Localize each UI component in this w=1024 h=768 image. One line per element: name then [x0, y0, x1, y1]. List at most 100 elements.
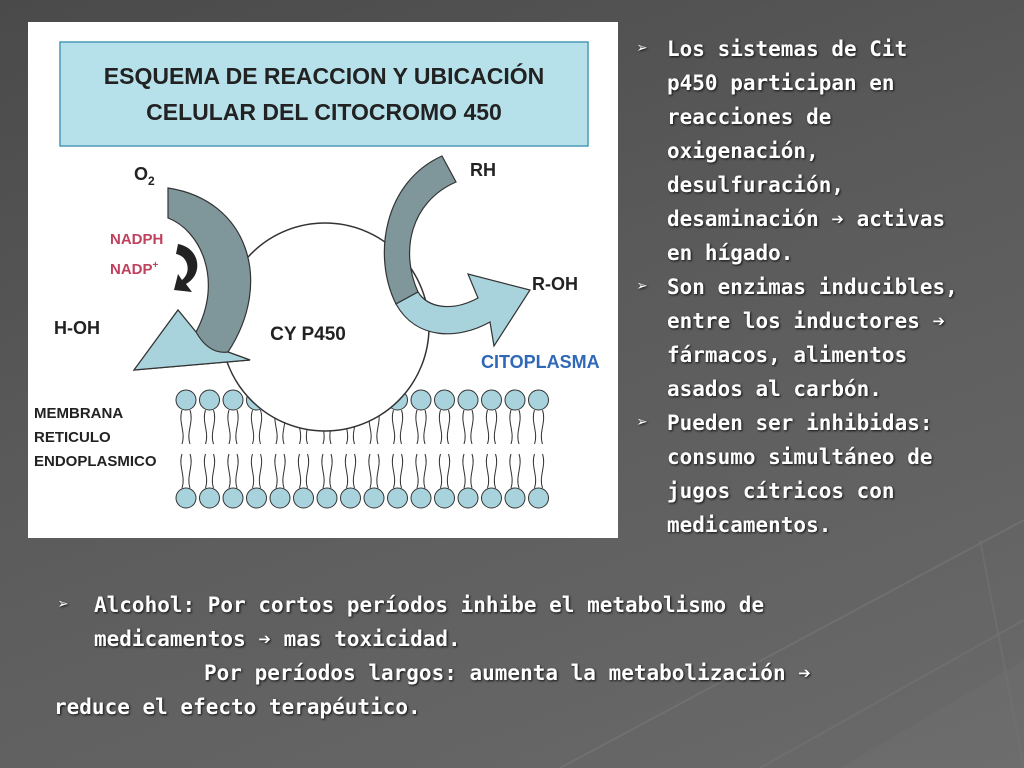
- bullet-line: Pueden ser inhibidas:: [667, 411, 933, 435]
- arrow-bullet-icon: ➢: [58, 594, 69, 615]
- phospholipid-tail: [297, 453, 310, 489]
- phospholipid-tail: [438, 409, 451, 445]
- phospholipid-tail: [250, 409, 263, 445]
- phospholipid-tail: [368, 453, 380, 489]
- bottom-line-1-text: Alcohol: Por cortos períodos inhibe el m…: [94, 593, 765, 617]
- figure-title-box: [59, 41, 589, 147]
- phospholipid-head: [269, 487, 291, 509]
- o2-label: O2: [134, 164, 155, 188]
- phospholipid-tail: [438, 453, 451, 489]
- hydroxyl-water-arrow-tail: [132, 309, 251, 371]
- bullet-line: oxigenación,: [667, 139, 819, 163]
- bullet-text: Pueden ser inhibidas: consumo simultáneo …: [667, 406, 933, 542]
- phospholipid-head: [528, 487, 549, 509]
- bullet-line: desulfuración,: [667, 173, 845, 197]
- bottom-alcohol-note: ➢ Alcohol: Por cortos períodos inhibe el…: [54, 588, 938, 724]
- phospholipid-tail: [274, 453, 286, 489]
- bullet-line: desaminación ➔ activas: [667, 207, 946, 231]
- bullet-text: Los sistemas de Cit p450 participan en rea…: [667, 32, 945, 270]
- phospholipid-head: [175, 487, 197, 509]
- bullet-line: entre los inductores ➔: [667, 309, 946, 333]
- phospholipid-tail: [485, 409, 498, 445]
- cyp450-figure: ESQUEMA DE REACCION Y UBICACIÓN CELULAR …: [28, 22, 618, 538]
- phospholipid-head: [481, 389, 502, 411]
- bullet-line: en hígado.: [667, 241, 794, 265]
- phospholipid-tail: [321, 453, 333, 489]
- phospholipid-head: [199, 389, 220, 411]
- membrana-label: MEMBRANA: [34, 405, 123, 422]
- cyp450-diagram: ESQUEMA DE REACCION Y UBICACIÓN CELULAR …: [34, 41, 600, 509]
- phospholipid-tail: [180, 453, 192, 489]
- phospholipid-head: [293, 487, 314, 509]
- phospholipid-tail: [532, 453, 545, 489]
- phospholipid-tail: [250, 453, 263, 489]
- nadp-label: NADP+: [110, 260, 159, 278]
- arrow-bullet-icon: ➢: [637, 276, 648, 297]
- roh-label: R-OH: [532, 274, 578, 294]
- phospholipid-head: [457, 389, 479, 411]
- rh-label: RH: [470, 160, 496, 180]
- phospholipid-head: [528, 389, 549, 411]
- bottom-line-3-text: Por períodos largos: aumenta la metaboli…: [204, 661, 811, 685]
- phospholipid-tail: [462, 409, 474, 445]
- phospholipid-tail: [485, 453, 498, 489]
- bullet-item: ➢ Pueden ser inhibidas: consumo simultáneo…: [637, 406, 1009, 542]
- bullet-line: jugos cítricos con: [667, 479, 895, 503]
- phospholipid-tail: [415, 409, 427, 445]
- phospholipid-tail: [227, 409, 239, 445]
- product-arrow: [395, 273, 531, 348]
- bullet-line: medicamentos.: [667, 513, 832, 537]
- bullet-line: consumo simultáneo de: [667, 445, 933, 469]
- phospholipid-tail: [227, 453, 239, 489]
- phospholipid-head: [434, 389, 455, 411]
- phospholipid-tail: [509, 453, 521, 489]
- bullet-line: fármacos, alimentos: [667, 343, 908, 367]
- arrow-bullet-icon: ➢: [637, 38, 648, 59]
- bullet-line: Son enzimas inducibles,: [667, 275, 958, 299]
- phospholipid-head: [387, 487, 408, 509]
- arrow-bullet-icon: ➢: [637, 412, 648, 433]
- figure-title-line2: CELULAR DEL CITOCROMO 450: [146, 99, 502, 125]
- nadph-label: NADPH: [110, 231, 163, 248]
- bullet-line: Los sistemas de Cit: [667, 37, 908, 61]
- phospholipid-tail: [391, 453, 404, 489]
- phospholipid-tail: [203, 453, 216, 489]
- phospholipid-head: [363, 487, 385, 509]
- phospholipid-head: [481, 487, 502, 509]
- phospholipid-head: [434, 487, 455, 509]
- phospholipid-head: [175, 389, 197, 411]
- phospholipid-tail: [391, 409, 404, 445]
- phospholipid-tail: [509, 409, 521, 445]
- reticulo-label: RETICULO: [34, 429, 111, 446]
- phospholipid-head: [457, 487, 479, 509]
- bullet-item: ➢ Son enzimas inducibles, entre los induct…: [637, 270, 1009, 406]
- phospholipid-tail: [415, 453, 427, 489]
- phospholipid-head: [504, 389, 526, 411]
- phospholipid-head: [199, 487, 220, 509]
- phospholipid-tail: [344, 453, 357, 489]
- phospholipid-head: [222, 389, 244, 411]
- bottom-line-4-text: reduce el efecto terapéutico.: [54, 695, 421, 719]
- hoh-label: H-OH: [54, 318, 100, 338]
- phospholipid-tail: [532, 409, 545, 445]
- right-bullet-list: ➢ Los sistemas de Cit p450 participan en re…: [637, 32, 1009, 542]
- cyp450-label: CY P450: [270, 324, 346, 345]
- phospholipid-head: [504, 487, 526, 509]
- phospholipid-head: [410, 389, 432, 411]
- phospholipid-tail: [180, 409, 192, 445]
- phospholipid-tail: [462, 453, 474, 489]
- citoplasma-label: CITOPLASMA: [481, 352, 600, 372]
- bullet-item: ➢ Los sistemas de Cit p450 participan en re…: [637, 32, 1009, 270]
- bullet-line: asados al carbón.: [667, 377, 882, 401]
- bullet-line: p450 participan en: [667, 71, 895, 95]
- phospholipid-head: [340, 487, 361, 509]
- phospholipid-head: [410, 487, 432, 509]
- bullet-line: reacciones de: [667, 105, 832, 129]
- substrate-arrow: [383, 155, 457, 305]
- figure-title-line1: ESQUEMA DE REACCION Y UBICACIÓN: [104, 62, 544, 89]
- bottom-line-2-text: medicamentos ➔ mas toxicidad.: [94, 627, 461, 651]
- phospholipid-head: [222, 487, 244, 509]
- nadph-curved-arrow: [174, 244, 198, 292]
- phospholipid-head: [316, 487, 338, 509]
